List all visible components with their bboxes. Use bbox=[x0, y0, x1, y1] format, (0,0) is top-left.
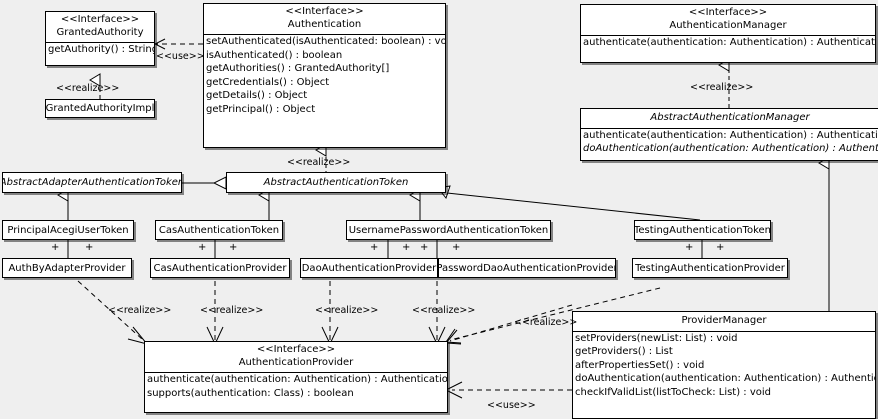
member-getproviders: getProviders() : List bbox=[575, 346, 673, 357]
class-grantedauthorityimpl[interactable]: GrantedAuthorityImpl bbox=[45, 99, 155, 118]
class-name-label: AuthenticationProvider bbox=[238, 356, 354, 368]
member-getcredentials: getCredentials() : Object bbox=[206, 76, 330, 88]
multiplicity-cas-right: + bbox=[229, 242, 238, 253]
member-getdetails: getDetails() : Object bbox=[206, 90, 308, 101]
stereotype-label: <<Interface>> bbox=[256, 344, 336, 355]
edge-use-providermanager bbox=[444, 381, 572, 399]
class-name-label: CasAuthenticationProvider bbox=[153, 262, 287, 274]
edge-label-realize-authbyadapterprovider: <<realize>> bbox=[108, 305, 172, 316]
multiplicity-principalacegi-left: + bbox=[51, 242, 60, 253]
member-getprincipal: getPrincipal() : Object bbox=[206, 103, 316, 115]
class-abstractadapterauthenticationtoken[interactable]: AbstractAdapterAuthenticationToken bbox=[2, 172, 182, 193]
member-setauthenticated: setAuthenticated(isAuthenticated: boolea… bbox=[206, 36, 446, 47]
edge-generalize-abstractadaptertoken bbox=[182, 176, 227, 190]
members-compartment: authenticate(authentication: Authenticat… bbox=[581, 127, 878, 156]
member-getauthority: getAuthority() : String bbox=[48, 44, 155, 55]
member-isauthenticated: isAuthenticated() : boolean bbox=[206, 49, 343, 61]
edge-label-realize-passworddaoauthenticationprovider: <<realize>> bbox=[412, 305, 476, 316]
class-name-label: GrantedAuthority bbox=[56, 26, 144, 38]
class-name-label: GrantedAuthorityImpl bbox=[45, 103, 155, 114]
class-testingauthenticationtoken[interactable]: TestingAuthenticationToken bbox=[634, 220, 771, 240]
class-principalacegiusertoken[interactable]: PrincipalAcegiUserToken bbox=[2, 220, 134, 240]
class-header-authenticationprovider: <<Interface>> AuthenticationProvider bbox=[145, 342, 447, 372]
class-header-authentication: <<Interface>> Authentication bbox=[204, 4, 445, 34]
multiplicity-userpass-dao-left: + bbox=[370, 242, 379, 253]
class-name-label: TestingAuthenticationProvider bbox=[635, 262, 785, 274]
class-name-label: ProviderManager bbox=[681, 315, 767, 326]
edge-label-realize-daoauthenticationprovider: <<realize>> bbox=[315, 305, 379, 316]
class-name-label: DaoAuthenticationProvider bbox=[301, 262, 437, 274]
class-authenticationprovider[interactable]: <<Interface>> AuthenticationProvider aut… bbox=[144, 341, 448, 413]
class-name-label: PasswordDaoAuthenticationProvider bbox=[438, 262, 616, 274]
class-daoauthenticationprovider[interactable]: DaoAuthenticationProvider bbox=[300, 258, 438, 278]
members-compartment: setProviders(newList: List) : void getPr… bbox=[573, 330, 876, 400]
class-name-label: TestingAuthenticationToken bbox=[634, 224, 771, 236]
stereotype-label: <<Interface>> bbox=[285, 6, 364, 17]
class-name-label: UsernamePasswordAuthenticationToken bbox=[348, 224, 549, 236]
class-name-label: AuthenticationManager bbox=[669, 19, 787, 31]
member-authenticate: authenticate(authentication: Authenticat… bbox=[583, 37, 876, 48]
class-name-label: AbstractAuthenticationToken bbox=[263, 177, 409, 188]
edge-label-realize-abstractauthenticationtoken: <<realize>> bbox=[287, 157, 351, 168]
class-abstractauthenticationtoken[interactable]: AbstractAuthenticationToken bbox=[226, 172, 446, 193]
edge-label-realize-providermanager: <<realize>> bbox=[514, 317, 578, 328]
member-checkifvalidlist: checkIfValidList(listToCheck: List) : vo… bbox=[575, 386, 772, 398]
member-doauthentication: doAuthentication(authentication: Authent… bbox=[583, 143, 878, 154]
multiplicity-testing-left: + bbox=[685, 242, 694, 253]
members-compartment: setAuthenticated(isAuthenticated: boolea… bbox=[204, 34, 445, 116]
multiplicity-userpass-passworddao-left: + bbox=[420, 242, 429, 253]
class-header-providermanager: ProviderManager bbox=[573, 312, 875, 331]
class-grantedauthority[interactable]: <<Interface>> GrantedAuthority getAuthor… bbox=[45, 11, 155, 66]
member-authenticate: authenticate(authentication: Authenticat… bbox=[147, 374, 448, 385]
edge-label-realize-grantedauthorityimpl: <<realize>> bbox=[56, 83, 120, 94]
class-authenticationmanager[interactable]: <<Interface>> AuthenticationManager auth… bbox=[580, 4, 876, 63]
class-name-label: AbstractAuthenticationManager bbox=[650, 112, 810, 123]
member-doauthentication: doAuthentication(authentication: Authent… bbox=[575, 373, 876, 384]
stereotype-label: <<Interface>> bbox=[60, 14, 140, 25]
class-name-label: PrincipalAcegiUserToken bbox=[7, 224, 129, 236]
member-supports: supports(authentication: Class) : boolea… bbox=[147, 387, 354, 399]
members-compartment: getAuthority() : String bbox=[46, 42, 154, 57]
edge-label-realize-abstractauthenticationmanager: <<realize>> bbox=[690, 82, 754, 93]
class-providermanager[interactable]: ProviderManager setProviders(newList: Li… bbox=[572, 311, 876, 419]
class-testingauthenticationprovider[interactable]: TestingAuthenticationProvider bbox=[632, 258, 788, 278]
class-abstractauthenticationmanager[interactable]: AbstractAuthenticationManager authentica… bbox=[580, 108, 878, 161]
class-name-label: AbstractAdapterAuthenticationToken bbox=[2, 177, 182, 188]
member-getauthorities: getAuthorities() : GrantedAuthority[] bbox=[206, 63, 390, 74]
members-compartment: authenticate(authentication: Authenticat… bbox=[145, 372, 447, 400]
member-setproviders: setProviders(newList: List) : void bbox=[575, 332, 738, 344]
edge-label-use-providermanager: <<use>> bbox=[487, 400, 536, 411]
edge-generalize-testingauthenticationtoken bbox=[437, 185, 701, 221]
class-casauthenticationtoken[interactable]: CasAuthenticationToken bbox=[155, 220, 283, 240]
class-name-label: Authentication bbox=[287, 18, 362, 30]
multiplicity-testing-right: + bbox=[716, 242, 725, 253]
class-name-label: AuthByAdapterProvider bbox=[8, 262, 126, 274]
multiplicity-principalacegi-right: + bbox=[85, 242, 94, 253]
class-header-grantedauthority: <<Interface>> GrantedAuthority bbox=[46, 12, 154, 42]
class-authbyadapterprovider[interactable]: AuthByAdapterProvider bbox=[2, 258, 132, 278]
class-header-authenticationmanager: <<Interface>> AuthenticationManager bbox=[581, 5, 875, 35]
member-authenticate: authenticate(authentication: Authenticat… bbox=[583, 129, 878, 141]
class-passworddaoauthenticationprovider[interactable]: PasswordDaoAuthenticationProvider bbox=[438, 258, 616, 278]
stereotype-label: <<Interface>> bbox=[688, 7, 768, 18]
class-authentication[interactable]: <<Interface>> Authentication setAuthenti… bbox=[203, 3, 446, 148]
class-casauthenticationprovider[interactable]: CasAuthenticationProvider bbox=[150, 258, 290, 278]
multiplicity-userpass-dao-right: + bbox=[402, 242, 411, 253]
edge-label-use-grantedauthority: <<use>> bbox=[156, 51, 205, 62]
class-usernamepasswordauthenticationtoken[interactable]: UsernamePasswordAuthenticationToken bbox=[346, 220, 551, 240]
edge-label-realize-casauthenticationprovider: <<realize>> bbox=[200, 305, 264, 316]
member-afterpropertiesset: afterPropertiesSet() : void bbox=[575, 359, 705, 371]
members-compartment: authenticate(authentication: Authenticat… bbox=[581, 35, 875, 50]
multiplicity-cas-left: + bbox=[198, 242, 207, 253]
class-name-label: CasAuthenticationToken bbox=[158, 224, 280, 236]
class-header-abstractauthenticationmanager: AbstractAuthenticationManager bbox=[581, 109, 878, 128]
multiplicity-userpass-passworddao-right: + bbox=[452, 242, 461, 253]
